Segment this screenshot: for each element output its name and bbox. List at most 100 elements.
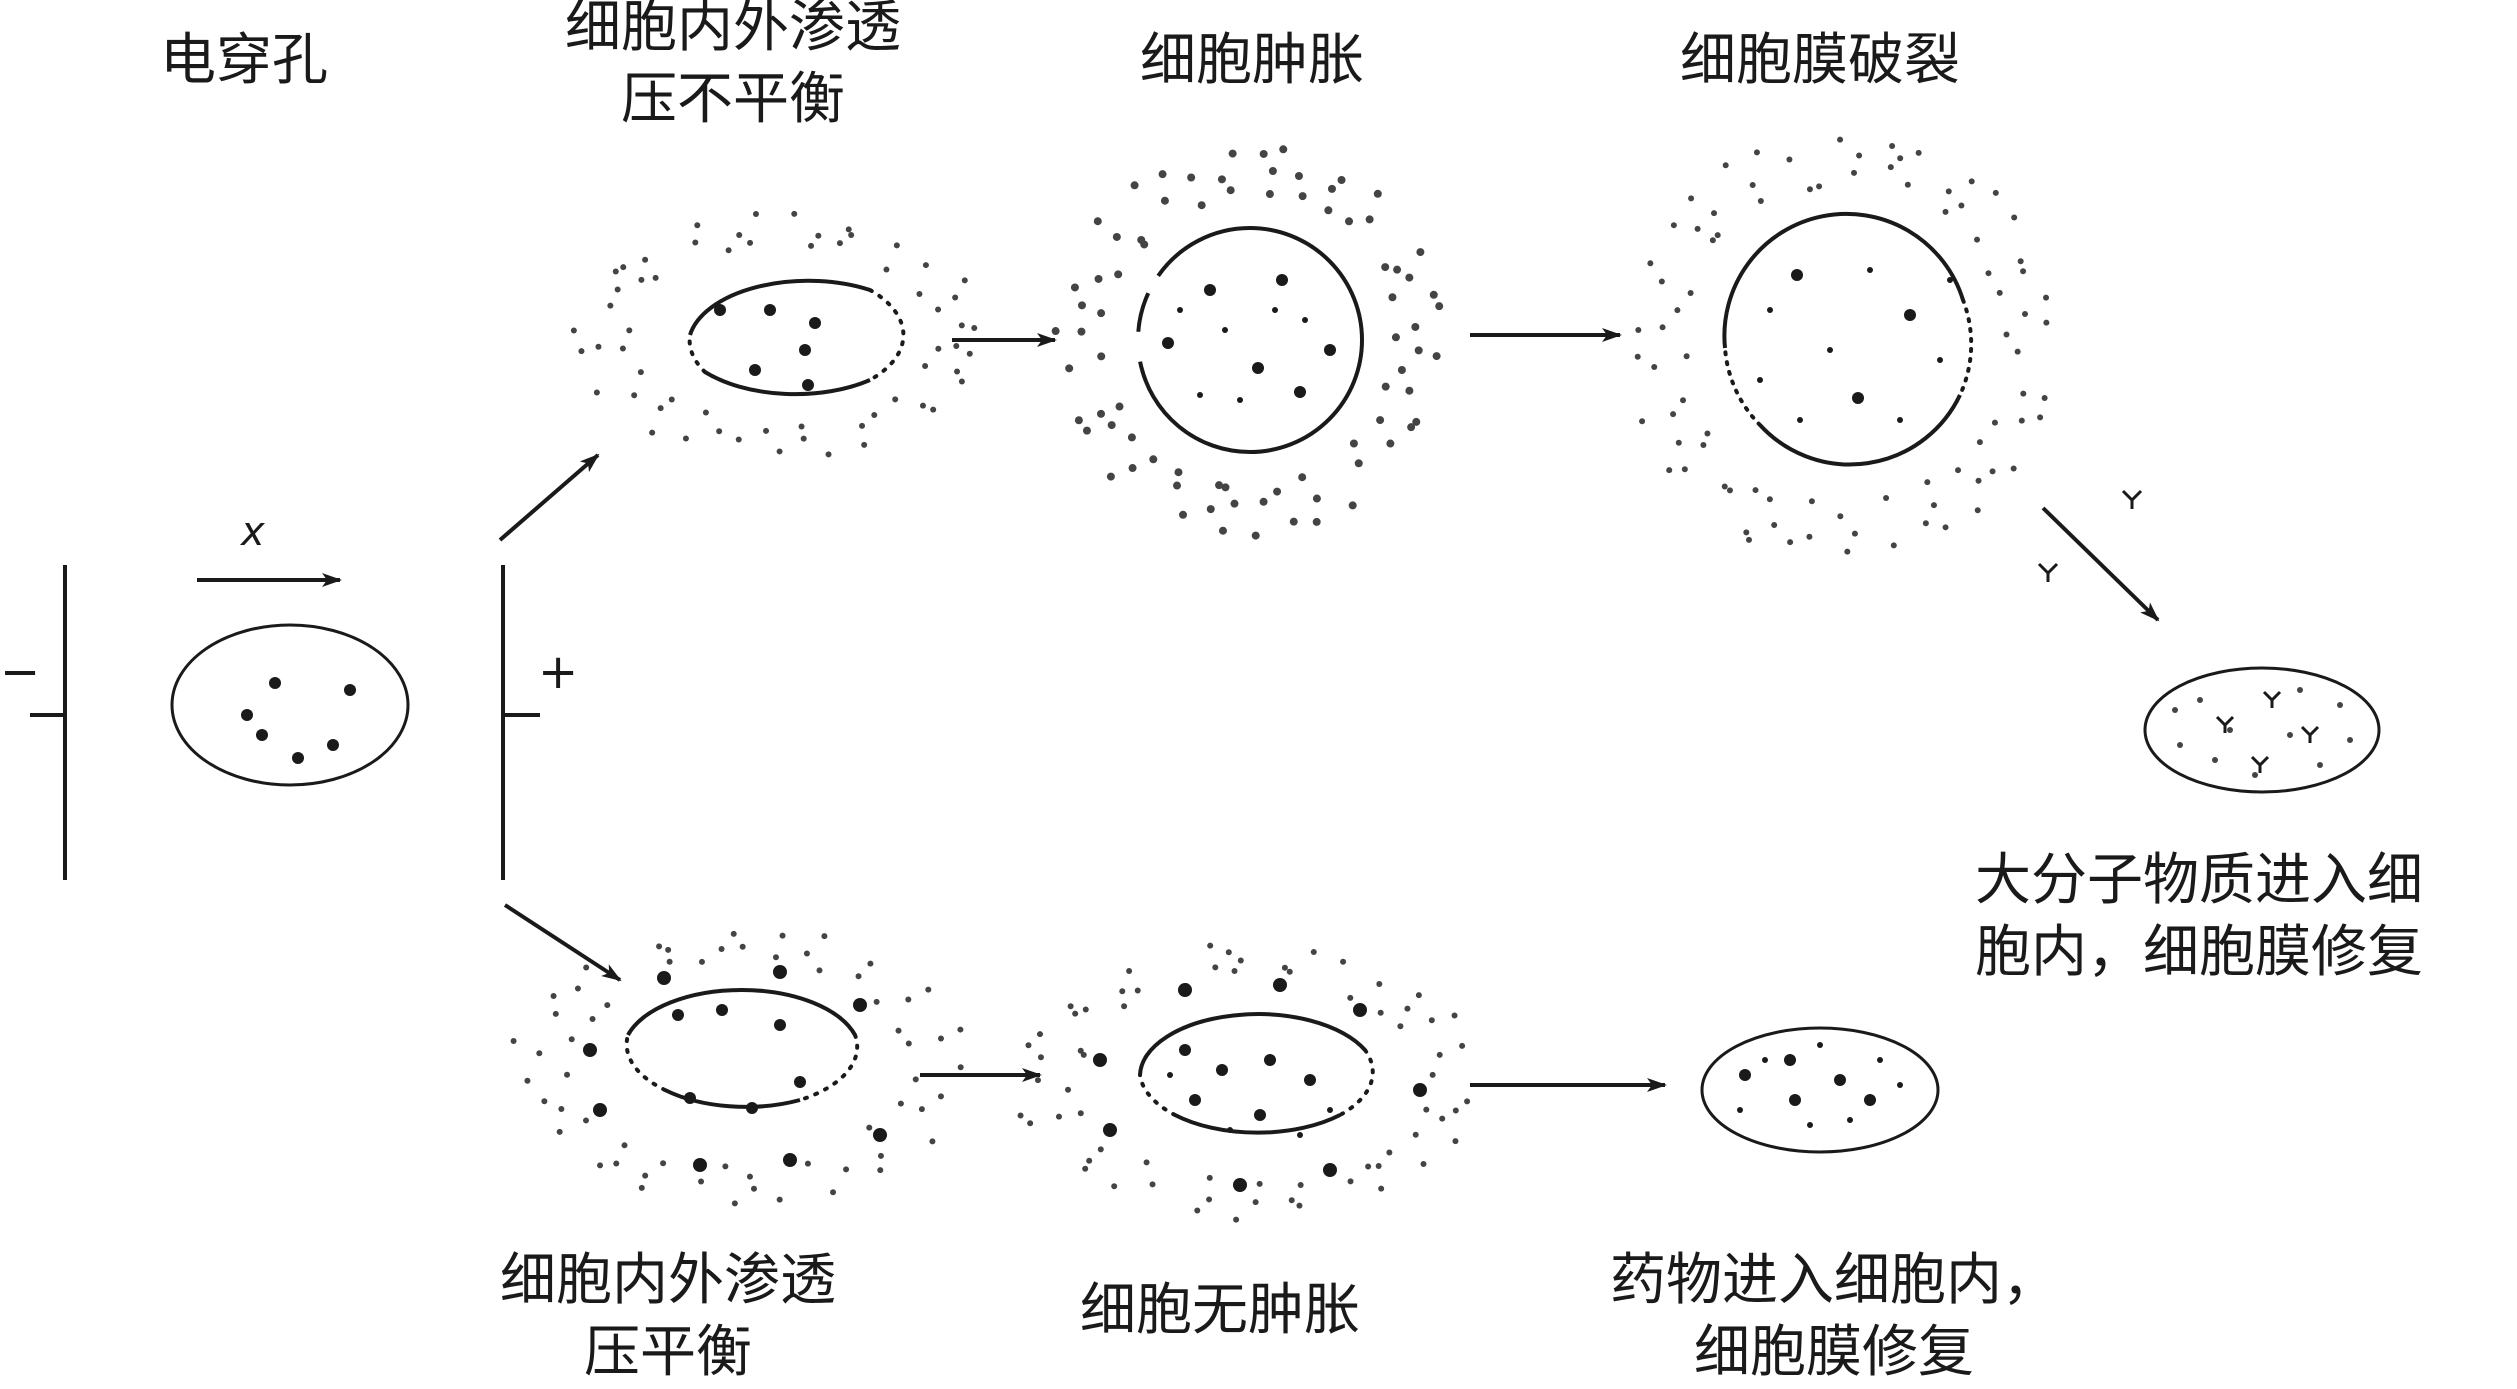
molecule-dot	[883, 266, 890, 273]
molecule-dot	[668, 396, 675, 403]
molecule-dot	[1766, 496, 1773, 503]
imbalance-cell	[687, 278, 906, 397]
molecule-dot	[1230, 499, 1239, 508]
molecule-dot	[772, 954, 779, 961]
molecule-dot	[1082, 1006, 1089, 1013]
molecule-dot	[1288, 1197, 1295, 1204]
molecule-dot	[578, 348, 585, 355]
molecule-dot	[1435, 302, 1444, 311]
molecule-dot	[327, 739, 339, 751]
molecule-dot	[808, 242, 815, 249]
molecule-dot	[595, 343, 602, 350]
repaired-cell-macromolecules	[2143, 666, 2381, 794]
molecule-dot	[912, 1076, 919, 1083]
molecule-dot	[845, 226, 852, 233]
molecule-dot	[1771, 522, 1778, 529]
molecule-dot	[1189, 1094, 1201, 1106]
molecule-dot	[694, 222, 701, 229]
molecule-dot	[1375, 1163, 1382, 1170]
molecule-dot	[1237, 397, 1243, 403]
imbalance-cell-molecules	[714, 304, 821, 391]
molecule-dot	[1065, 1086, 1072, 1093]
molecule-dot	[1635, 326, 1642, 333]
molecule-dot	[794, 1076, 806, 1088]
label-electroporation: 电穿孔	[160, 28, 328, 93]
swelling-outer-dots	[1051, 145, 1444, 540]
molecule-dot	[1276, 274, 1288, 286]
molecule-dot	[1107, 421, 1116, 430]
molecule-dot	[893, 242, 900, 249]
molecule-dot	[1709, 237, 1716, 244]
rupture-cell	[1722, 211, 1974, 467]
molecule-dot	[1217, 175, 1226, 184]
molecule-dot	[1128, 464, 1137, 473]
molecule-dot	[1791, 269, 1803, 281]
molecule-dot	[1947, 277, 1953, 283]
molecule-dot	[1279, 145, 1288, 154]
molecule-dot	[919, 402, 926, 409]
molecule-dot	[1924, 479, 1931, 486]
molecule-dot	[604, 1002, 611, 1009]
molecule-dot	[722, 1163, 729, 1170]
molecule-dot	[1051, 327, 1060, 336]
balance-outer-dots	[510, 930, 964, 1207]
molecule-dot	[702, 409, 709, 416]
molecule-dot	[637, 369, 644, 376]
molecule-dot	[597, 1162, 604, 1169]
molecule-dot	[2010, 465, 2017, 472]
molecule-dot	[1177, 307, 1183, 313]
molecule-dot	[1757, 377, 1763, 383]
molecule-dot	[1989, 468, 1996, 475]
molecule-dot	[1225, 949, 1232, 956]
molecule-dot	[2003, 331, 2010, 338]
molecule-dot	[958, 322, 965, 329]
molecule-dot	[1206, 1196, 1213, 1203]
molecule-dot	[1254, 1109, 1266, 1121]
electric-field-symbol: x	[239, 509, 265, 555]
molecule-dot	[905, 1040, 912, 1047]
molecule-dot	[541, 1098, 548, 1105]
molecule-dot	[1259, 149, 1268, 158]
molecule-dot	[1700, 442, 1707, 449]
molecule-dot	[1416, 248, 1425, 257]
molecule-dot	[1376, 980, 1383, 987]
molecule-dot	[1666, 467, 1673, 474]
molecule-dot	[1806, 533, 1813, 540]
molecule-dot	[1974, 236, 1981, 243]
molecule-dot	[1218, 526, 1227, 535]
molecule-dot	[1289, 517, 1298, 526]
molecule-dot	[638, 1184, 645, 1191]
molecule-dot	[1158, 170, 1167, 179]
molecule-dot	[556, 1128, 563, 1135]
molecule-dot	[613, 1160, 620, 1167]
molecule-dot	[1264, 1054, 1276, 1066]
molecule-dot	[2043, 319, 2050, 326]
repaired-cell-drug	[1700, 1026, 1940, 1154]
molecule-dot	[1294, 386, 1306, 398]
molecule-dot	[1851, 530, 1858, 537]
macromolecule-glyph	[2037, 562, 2059, 582]
no-swelling-cell-molecules	[1167, 1044, 1333, 1138]
molecule-dot	[1639, 418, 1646, 425]
molecule-dot	[2020, 268, 2027, 275]
molecule-dot	[925, 986, 932, 993]
molecule-dot	[779, 932, 786, 939]
molecule-dot	[1877, 1057, 1883, 1063]
molecule-dot	[1439, 1115, 1446, 1122]
molecule-dot	[1464, 1098, 1471, 1105]
molecule-dot	[1817, 1042, 1823, 1048]
molecule-dot	[1915, 149, 1922, 156]
molecule-dot	[1687, 290, 1694, 297]
molecule-dot	[1221, 483, 1230, 492]
molecule-dot	[957, 1064, 964, 1071]
molecule-dot	[816, 967, 823, 974]
molecule-dot	[1231, 967, 1238, 974]
molecule-dot	[871, 412, 878, 419]
molecule-dot	[1674, 307, 1681, 314]
label-macromolecule-entry: 大分子物质进入细 胞内，细胞膜修复	[1975, 848, 2423, 985]
molecule-dot	[897, 1100, 904, 1107]
negative-sign: −	[0, 644, 40, 700]
molecule-dot	[1377, 1009, 1384, 1016]
molecule-dot	[1206, 505, 1215, 514]
